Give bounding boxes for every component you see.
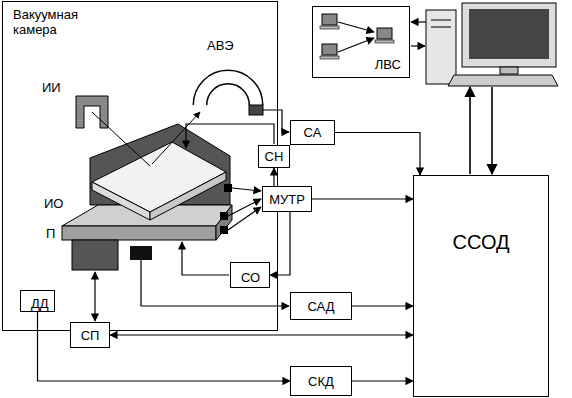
block-box: СП bbox=[70, 322, 110, 348]
wire bbox=[141, 260, 289, 306]
sample-side bbox=[150, 172, 226, 220]
stage-side bbox=[216, 205, 232, 240]
computer-tower bbox=[426, 10, 456, 84]
mini-base bbox=[375, 40, 394, 43]
wire bbox=[228, 199, 261, 216]
computer-screen bbox=[469, 9, 549, 59]
wire bbox=[182, 242, 229, 275]
vacuum-chamber: Вакуумная камераСО ДД bbox=[2, 1, 278, 331]
tower-slot bbox=[431, 27, 451, 28]
analyzer bbox=[200, 77, 263, 115]
block-box: МУТР bbox=[262, 186, 312, 212]
sensor-square bbox=[220, 226, 228, 234]
signal-connector bbox=[352, 380, 413, 381]
part-label: АВЭ bbox=[207, 38, 234, 53]
wire bbox=[228, 207, 261, 230]
wire bbox=[94, 272, 95, 321]
network-computers bbox=[320, 14, 394, 59]
beams bbox=[92, 112, 200, 166]
block-box: СН bbox=[258, 145, 290, 168]
part-label: ИИ bbox=[42, 80, 61, 95]
tower-slot bbox=[431, 20, 451, 21]
wire bbox=[469, 87, 471, 174]
sample-top bbox=[92, 142, 226, 212]
computer-monitor bbox=[462, 3, 556, 67]
node-text: СА bbox=[304, 125, 322, 140]
node-text: САД bbox=[307, 299, 334, 314]
block-box: СО bbox=[230, 262, 270, 288]
part-label: ИО bbox=[44, 196, 63, 211]
node-text: СН bbox=[265, 149, 284, 164]
signal-connector bbox=[335, 133, 420, 176]
signal-connector bbox=[352, 305, 413, 306]
mini-base bbox=[320, 56, 339, 59]
emitted-beam bbox=[152, 112, 200, 164]
node-text: МУТР bbox=[269, 192, 305, 207]
block-box: САД bbox=[290, 292, 352, 320]
wire bbox=[338, 38, 374, 52]
mini-base bbox=[320, 26, 339, 29]
node-text: СКД bbox=[308, 374, 334, 389]
analyzer-outline bbox=[200, 77, 256, 105]
block-box: ДД bbox=[20, 290, 55, 312]
wire bbox=[411, 21, 426, 22]
keyboard bbox=[448, 75, 558, 86]
sensor-square bbox=[220, 212, 228, 220]
sample-front bbox=[92, 182, 150, 220]
block-box: СКД bbox=[290, 366, 352, 396]
mini-monitor bbox=[322, 14, 337, 25]
node-text: ССОД bbox=[452, 231, 509, 254]
wire bbox=[338, 22, 374, 32]
sample-stage bbox=[62, 124, 232, 270]
analyzer-fill bbox=[200, 77, 256, 105]
wire bbox=[232, 188, 261, 191]
node-text: СП bbox=[81, 328, 100, 343]
primary-beam bbox=[92, 112, 150, 166]
signal-connector bbox=[270, 212, 290, 275]
signal-connector bbox=[312, 198, 413, 199]
block-box: СА bbox=[290, 120, 335, 145]
node-text: ДД bbox=[31, 296, 54, 311]
signal-connector bbox=[38, 312, 291, 381]
signal-connector bbox=[110, 334, 413, 335]
mini-monitor bbox=[377, 28, 392, 39]
sensor-block bbox=[130, 246, 152, 260]
node-text: СО bbox=[241, 270, 269, 285]
computer bbox=[426, 3, 558, 86]
wire bbox=[263, 110, 289, 132]
detector bbox=[249, 105, 263, 115]
signal-connector bbox=[273, 168, 274, 186]
node-text: Вакуумная камера bbox=[13, 7, 99, 37]
wire bbox=[411, 45, 425, 46]
monitor-stand bbox=[500, 67, 518, 74]
sensor-square bbox=[224, 184, 232, 192]
stage-drive bbox=[72, 240, 118, 270]
stage-front bbox=[62, 226, 216, 240]
node-text: ЛВС bbox=[375, 57, 401, 72]
mini-monitor bbox=[322, 44, 337, 55]
wire bbox=[491, 87, 493, 174]
processing-system-box: ССОД bbox=[413, 175, 549, 397]
network-box: ЛВС bbox=[312, 6, 410, 78]
part-label: П bbox=[46, 226, 55, 241]
